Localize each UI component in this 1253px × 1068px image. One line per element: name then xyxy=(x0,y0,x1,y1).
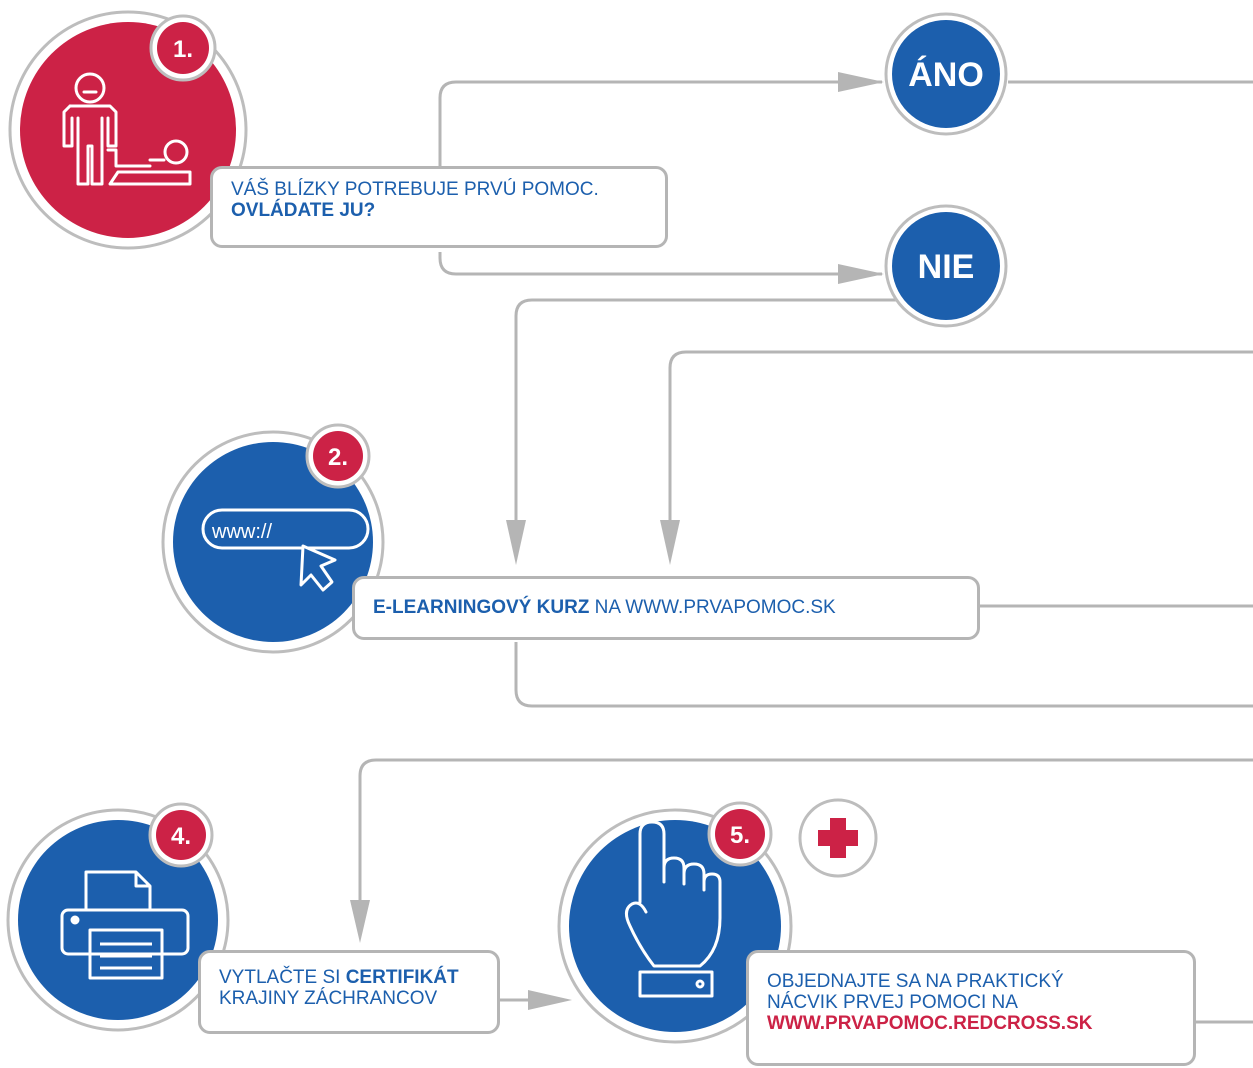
step1-question-line1: VÁŠ BLÍZKY POTREBUJE PRVÚ POMOC. xyxy=(231,179,599,200)
connector-to-no xyxy=(438,252,882,276)
pointing-hand-icon xyxy=(625,820,722,998)
step2-text-bold: E-LEARNINGOVÝ KURZ xyxy=(373,597,590,618)
step1-question-bold: OVLÁDATE JU? xyxy=(231,200,376,221)
yes-label: ÁNO xyxy=(908,56,984,94)
arrow-head xyxy=(838,72,884,92)
step2-node: www:// 2. xyxy=(161,423,385,654)
step4-number: 4. xyxy=(171,823,191,850)
arrow-heads xyxy=(350,72,884,1010)
connector-top-step4 xyxy=(358,758,1253,930)
arrow-head xyxy=(528,990,572,1010)
step5-link[interactable]: WWW.PRVAPOMOC.REDCROSS.SK xyxy=(767,1013,1175,1034)
step4-node: 4. xyxy=(6,802,230,1032)
no-label: NIE xyxy=(918,248,975,286)
person-helping-icon xyxy=(62,72,192,186)
arrow-head xyxy=(350,900,370,943)
connector-step2-loop xyxy=(514,642,1253,708)
step4-line1-bold: CERTIFIKÁT xyxy=(345,967,459,988)
step2-text-box[interactable]: E-LEARNINGOVÝ KURZ NA WWW.PRVAPOMOC.SK xyxy=(352,576,980,640)
connectors xyxy=(358,80,1253,1024)
connector-no-down xyxy=(514,298,900,540)
no-node: NIE xyxy=(884,204,1008,328)
arrow-head xyxy=(838,264,884,284)
red-cross-icon xyxy=(798,798,878,878)
step5-number: 5. xyxy=(730,822,750,849)
step1-node: 1. xyxy=(8,10,248,250)
printer-icon xyxy=(60,870,190,980)
browser-cursor-icon: www:// xyxy=(201,508,370,592)
step1-question-box: VÁŠ BLÍZKY POTREBUJE PRVÚ POMOC. OVLÁDAT… xyxy=(210,166,668,248)
step1-number: 1. xyxy=(173,36,193,63)
step5-text-box[interactable]: OBJEDNAJTE SA NA PRAKTICKÝ NÁCVIK PRVEJ … xyxy=(746,950,1196,1066)
yes-node: ÁNO xyxy=(884,12,1008,136)
step5-line2: NÁCVIK PRVEJ POMOCI NA xyxy=(767,992,1018,1013)
connector-to-yes xyxy=(438,80,882,168)
connector-right-down xyxy=(668,350,1253,540)
url-text: www:// xyxy=(211,521,272,543)
arrow-head xyxy=(506,520,526,565)
step5-url[interactable]: WWW.PRVAPOMOC.REDCROSS.SK xyxy=(767,1013,1093,1034)
arrow-head xyxy=(660,520,680,565)
step4-line1: VYTLAČTE SI CERTIFIKÁT xyxy=(219,967,479,988)
step4-line2: KRAJINY ZÁCHRANCOV xyxy=(219,988,438,1009)
step4-text-box: VYTLAČTE SI CERTIFIKÁT KRAJINY ZÁCHRANCO… xyxy=(198,950,500,1034)
step2-number: 2. xyxy=(328,444,348,471)
step2-text-rest: NA WWW.PRVAPOMOC.SK xyxy=(589,597,836,618)
step5-node: 5. xyxy=(557,798,878,1044)
step5-line1: OBJEDNAJTE SA NA PRAKTICKÝ xyxy=(767,971,1064,992)
step1-question-line2: OVLÁDATE JU? xyxy=(231,200,647,221)
step4-line1-plain: VYTLAČTE SI xyxy=(219,967,346,988)
